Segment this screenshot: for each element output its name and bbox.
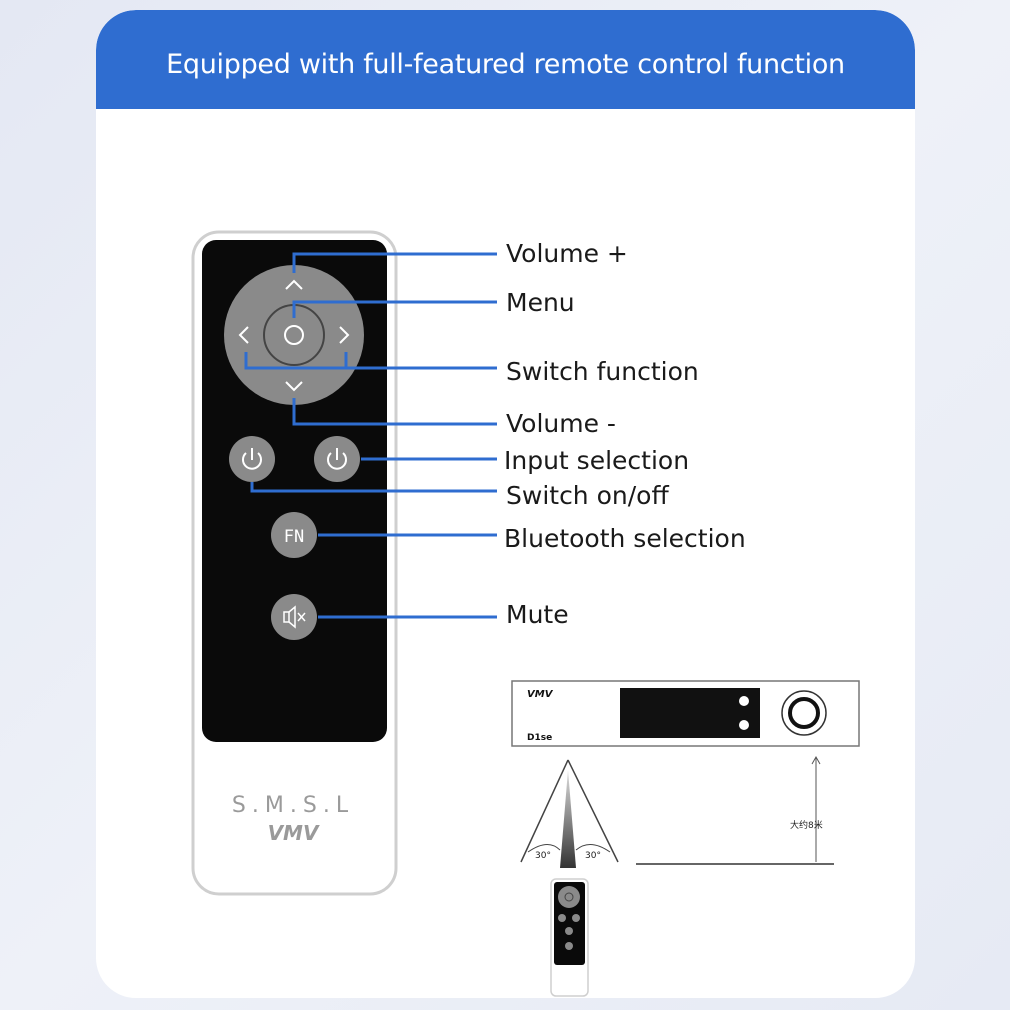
header-title: Equipped with full-featured remote contr… (166, 49, 845, 80)
callout-line-switch-left (244, 352, 497, 370)
callout-line-menu (292, 300, 497, 318)
callout-menu: Menu (506, 288, 575, 317)
power-icon (242, 448, 262, 470)
chevron-down-icon[interactable] (285, 381, 303, 392)
callout-volume-up: Volume + (506, 239, 628, 268)
chevron-right-icon[interactable] (339, 326, 350, 344)
mute-button[interactable] (271, 594, 317, 640)
remote-control: FN S.M.S.L VMV (191, 230, 398, 896)
input-power-icon (327, 448, 347, 470)
menu-circle-icon (284, 325, 304, 345)
ir-beam: 30° 30° (520, 759, 619, 868)
beam-edges (520, 759, 619, 863)
distance-label: 大约8米 (790, 819, 823, 831)
device-display (620, 688, 760, 738)
beam-fill (560, 770, 576, 868)
callout-bluetooth-selection: Bluetooth selection (504, 524, 746, 553)
dac-device: VMV D1se (511, 680, 860, 747)
callout-line-volume-up (292, 252, 497, 273)
brand-text: S.M.S.L (232, 793, 354, 818)
device-logo: VMV (527, 689, 554, 700)
device-model: D1se (527, 733, 552, 743)
chevron-left-icon[interactable] (238, 326, 249, 344)
callout-volume-down: Volume - (506, 409, 616, 438)
distance-marker: 大约8米 (636, 755, 834, 865)
callout-lines (244, 252, 497, 619)
angle-left-label: 30° (535, 851, 551, 861)
header-banner: Equipped with full-featured remote contr… (96, 10, 915, 109)
angle-right-label: 30° (585, 851, 601, 861)
speaker-mute-icon (283, 605, 306, 629)
callout-input-selection: Input selection (504, 446, 689, 475)
chevron-up-icon[interactable] (285, 279, 303, 290)
device-led-top (739, 696, 749, 706)
fn-label: FN (284, 527, 304, 547)
device-led-bottom (739, 720, 749, 730)
brand-logo: VMV (268, 821, 320, 845)
callout-line-volume-down (292, 398, 497, 426)
callout-power: Switch on/off (506, 481, 669, 510)
small-remote (550, 878, 589, 997)
device-knob (788, 697, 820, 729)
fn-button[interactable] (271, 512, 317, 558)
callout-mute: Mute (506, 600, 569, 629)
callout-switch-function: Switch function (506, 357, 699, 386)
callout-line-power (250, 482, 497, 493)
